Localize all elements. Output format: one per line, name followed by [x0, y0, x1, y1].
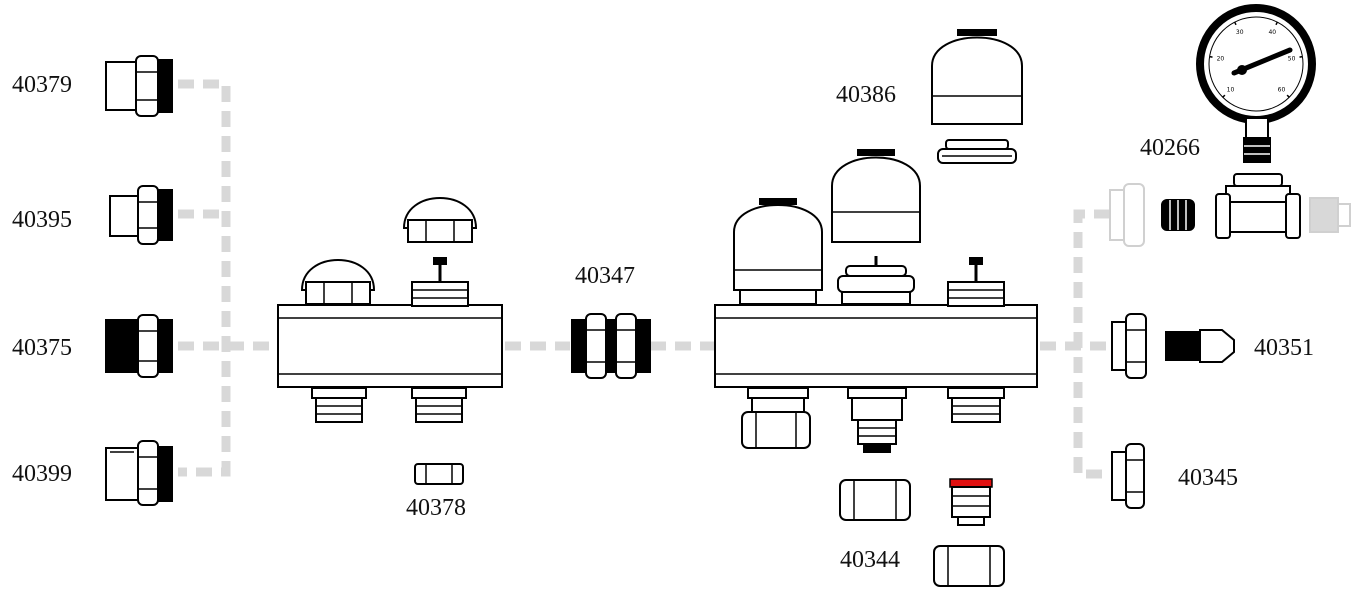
gauge-tick-mark	[1209, 55, 1213, 58]
fitting-40395	[109, 185, 173, 245]
part-label-40345: 40345	[1178, 465, 1238, 491]
part-label-40351: 40351	[1254, 335, 1314, 361]
fitting-40347	[571, 313, 651, 379]
gauge-tick-label: 40	[1268, 29, 1276, 36]
gauge-tick-group: 10 20 30 40 50 60	[1209, 21, 1303, 98]
fitting-40345	[1111, 443, 1145, 509]
fitting-40386	[931, 29, 1023, 164]
gauge-tick-label: 60	[1278, 87, 1286, 94]
part-label-40386: 40386	[836, 82, 896, 108]
part-label-40375: 40375	[12, 335, 72, 361]
part-label-40347: 40347	[575, 263, 635, 289]
manifold-right	[714, 149, 1038, 453]
gauge-tick-label: 20	[1217, 55, 1225, 62]
fitting-40344	[839, 478, 1005, 587]
fitting-40399	[105, 440, 173, 506]
part-label-40344: 40344	[840, 547, 900, 573]
gauge-tick-mark	[1299, 55, 1303, 58]
gauge-tick-mark	[1234, 21, 1237, 26]
connector-lines	[178, 79, 1110, 479]
part-label-40399: 40399	[12, 461, 72, 487]
manifold-left	[277, 197, 503, 423]
gauge-tick-mark	[1286, 94, 1290, 98]
part-label-40395: 40395	[12, 207, 72, 233]
fitting-40266: 10 20 30 40 50 60	[1109, 4, 1351, 247]
part-label-40379: 40379	[12, 72, 72, 98]
fitting-40378	[414, 463, 464, 485]
fitting-40375	[105, 314, 173, 378]
fitting-40379	[105, 55, 173, 117]
part-label-40378: 40378	[406, 495, 466, 521]
gauge-tick-mark	[1222, 94, 1226, 98]
red-ring	[949, 478, 993, 488]
gauge-tick-label: 30	[1236, 29, 1244, 36]
gauge-tick-label: 10	[1227, 87, 1235, 94]
part-label-40266: 40266	[1140, 135, 1200, 161]
fitting-40351	[1111, 313, 1235, 379]
gauge-tick-label: 50	[1288, 55, 1296, 62]
gauge-tick-mark	[1275, 21, 1278, 26]
